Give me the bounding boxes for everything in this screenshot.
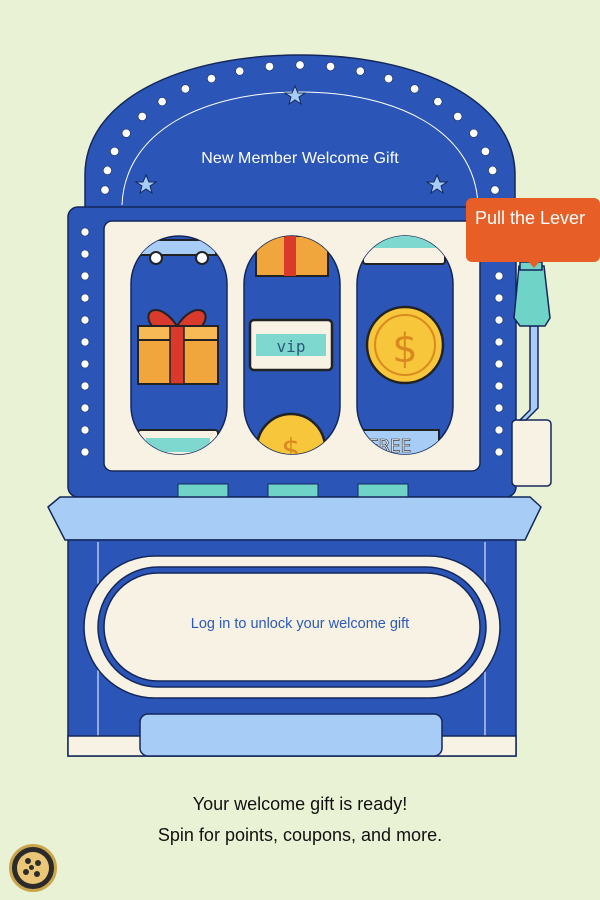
marquee-light bbox=[180, 84, 190, 94]
marquee-light bbox=[80, 403, 90, 413]
reel-1 bbox=[130, 235, 228, 455]
marquee-light bbox=[206, 74, 216, 84]
prize-tray bbox=[139, 713, 443, 757]
marquee-light bbox=[384, 74, 394, 84]
marquee-light bbox=[80, 425, 90, 435]
reel-2: vip $ bbox=[243, 235, 341, 468]
marquee-light bbox=[453, 112, 463, 122]
svg-text:$: $ bbox=[281, 433, 300, 468]
marquee-light bbox=[490, 185, 500, 195]
machine-dome bbox=[84, 54, 516, 213]
marquee-light bbox=[494, 271, 504, 281]
marquee-light bbox=[488, 165, 498, 175]
marquee-light bbox=[264, 62, 274, 72]
marquee-light bbox=[80, 249, 90, 259]
star-icon bbox=[134, 84, 449, 195]
machine-ledge bbox=[47, 496, 542, 541]
marquee-light bbox=[80, 337, 90, 347]
svg-text:$: $ bbox=[392, 326, 417, 372]
svg-text:vip: vip bbox=[277, 337, 306, 356]
lever[interactable] bbox=[511, 261, 552, 487]
marquee-light bbox=[137, 112, 147, 122]
marquee-light bbox=[494, 337, 504, 347]
login-plate-inner bbox=[103, 572, 481, 682]
marquee-light bbox=[494, 315, 504, 325]
marquee-light bbox=[494, 403, 504, 413]
marquee-light bbox=[80, 271, 90, 281]
coin-slots bbox=[177, 483, 409, 499]
marquee-light bbox=[469, 128, 479, 138]
marquee-light bbox=[100, 185, 110, 195]
cookie-settings-button[interactable] bbox=[9, 844, 57, 892]
dome-lights bbox=[100, 60, 500, 195]
marquee-light bbox=[80, 359, 90, 369]
marquee-light bbox=[80, 227, 90, 237]
package-icon bbox=[255, 236, 329, 277]
cookie-icon bbox=[17, 852, 49, 884]
marquee-light bbox=[157, 97, 167, 107]
message-line-1: Your welcome gift is ready! bbox=[192, 794, 408, 814]
tooltip-arrow bbox=[527, 260, 541, 268]
gift-box-icon bbox=[137, 309, 219, 385]
marquee-light bbox=[480, 146, 490, 156]
marquee-light bbox=[121, 128, 131, 138]
dome-inner-line bbox=[121, 91, 479, 206]
marquee-light bbox=[80, 381, 90, 391]
vip-ticket-icon: vip bbox=[248, 318, 334, 372]
marquee-light bbox=[235, 66, 245, 76]
marquee-light bbox=[355, 66, 365, 76]
marquee-light bbox=[295, 60, 305, 70]
marquee-light bbox=[494, 381, 504, 391]
marquee-light bbox=[494, 447, 504, 457]
marquee-light bbox=[110, 146, 120, 156]
lever-tooltip: Pull the Lever bbox=[466, 198, 600, 262]
marquee-light bbox=[494, 293, 504, 303]
marquee-light bbox=[326, 62, 336, 72]
marquee-light bbox=[410, 84, 420, 94]
marquee-light bbox=[80, 315, 90, 325]
reel-3: $ FREE bbox=[356, 235, 454, 455]
message-line-2: Spin for points, coupons, and more. bbox=[157, 825, 443, 845]
login-link[interactable]: Log in to unlock your welcome gift bbox=[190, 616, 410, 632]
marquee-light bbox=[80, 447, 90, 457]
marquee-light bbox=[494, 359, 504, 369]
marquee-light bbox=[80, 293, 90, 303]
marquee-light bbox=[102, 165, 112, 175]
coin-icon: $ bbox=[365, 305, 445, 385]
marquee-light bbox=[433, 97, 443, 107]
machine-title: New Member Welcome Gift bbox=[201, 150, 399, 167]
marquee-light bbox=[494, 425, 504, 435]
